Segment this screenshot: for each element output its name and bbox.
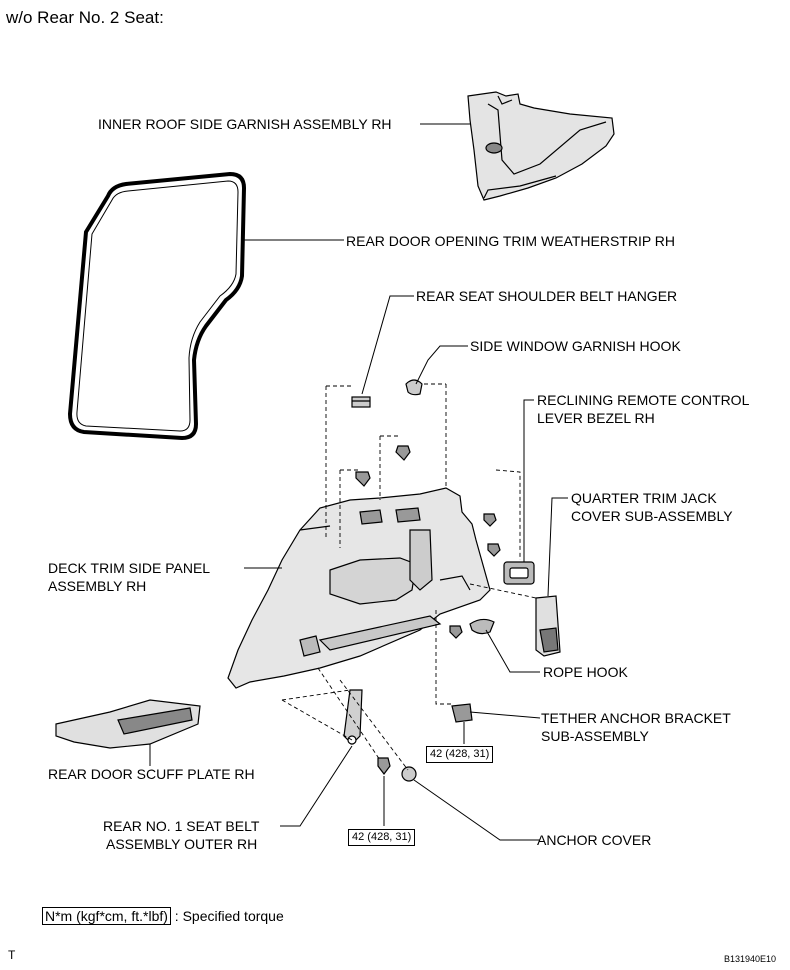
inner-roof-garnish-part	[467, 91, 615, 201]
label-tether-bracket-line1: TETHER ANCHOR BRACKET	[541, 710, 731, 726]
label-rope-hook: ROPE HOOK	[543, 664, 628, 680]
torque-box-seat-belt: 42 (428, 31)	[348, 829, 416, 846]
jack-cover-part	[535, 595, 561, 657]
footer-figure-id: B131940E10	[724, 954, 777, 964]
label-belt-hanger: REAR SEAT SHOULDER BELT HANGER	[416, 288, 678, 304]
label-jack-cover-line1: QUARTER TRIM JACK	[571, 490, 717, 506]
label-weatherstrip: REAR DOOR OPENING TRIM WEATHERSTRIP RH	[346, 233, 676, 249]
label-reclining-bezel-line1: RECLINING REMOTE CONTROL	[537, 392, 750, 408]
fastener-parts	[355, 445, 501, 775]
reclining-bezel-part	[503, 561, 535, 585]
label-jack-cover-line2: COVER SUB-ASSEMBLY	[571, 508, 733, 524]
label-inner-roof-garnish: INNER ROOF SIDE GARNISH ASSEMBLY RH	[98, 116, 392, 132]
deck-trim-panel-part	[227, 487, 491, 689]
anchor-cover-part	[401, 766, 417, 782]
legend-text: : Specified torque	[174, 908, 284, 924]
torque-box-tether: 42 (428, 31)	[426, 746, 494, 763]
legend-unit-box: N*m (kgf*cm, ft.*lbf)	[42, 907, 171, 925]
label-tether-bracket-line2: SUB-ASSEMBLY	[541, 728, 649, 744]
weatherstrip-part	[67, 171, 247, 441]
seat-belt-part	[343, 689, 363, 745]
label-seat-belt-line1: REAR NO. 1 SEAT BELT	[103, 818, 260, 834]
rope-hook-part	[469, 618, 495, 635]
label-reclining-bezel-line2: LEVER BEZEL RH	[537, 410, 655, 426]
footer-left-mark: T	[8, 948, 16, 962]
label-scuff-plate: REAR DOOR SCUFF PLATE RH	[48, 766, 255, 782]
belt-hanger-part	[351, 396, 371, 408]
label-seat-belt-line2: ASSEMBLY OUTER RH	[106, 836, 258, 852]
tether-bracket-part	[451, 703, 473, 723]
torque-legend: N*m (kgf*cm, ft.*lbf) : Specified torque	[42, 907, 284, 925]
scuff-plate-part	[55, 699, 201, 749]
label-window-hook: SIDE WINDOW GARNISH HOOK	[470, 338, 681, 354]
window-hook-part	[405, 379, 423, 396]
page-title: w/o Rear No. 2 Seat:	[6, 8, 164, 27]
label-deck-trim-line2: ASSEMBLY RH	[48, 578, 147, 594]
label-anchor-cover: ANCHOR COVER	[537, 832, 652, 848]
label-deck-trim-line1: DECK TRIM SIDE PANEL	[48, 560, 211, 576]
